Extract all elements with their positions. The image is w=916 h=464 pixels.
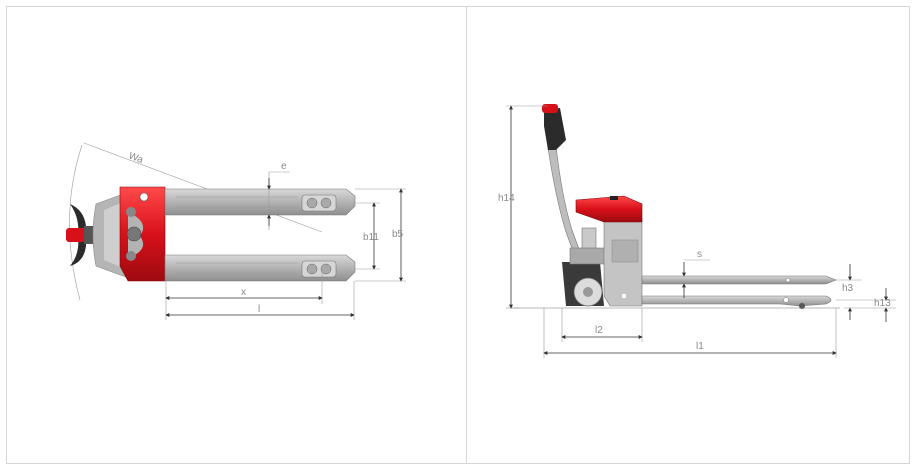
label-l1: l1: [696, 341, 704, 352]
label-h3: h3: [842, 283, 854, 294]
label-b5: b5: [392, 229, 404, 240]
tiller-head: [544, 108, 566, 150]
side-view: h14 s h3 h13 l2 l1: [498, 104, 896, 358]
label-e: e: [281, 161, 287, 172]
tiller-arm: [547, 145, 581, 255]
fork-side-upper: [641, 275, 837, 285]
label-x: x: [241, 287, 246, 298]
top-view: Wa e: [66, 142, 406, 320]
label-h14: h14: [498, 193, 515, 204]
turning-radius-arc: [69, 144, 83, 301]
label-h13: h13: [874, 298, 891, 309]
turning-radius-line: [83, 142, 323, 233]
label-l2: l2: [595, 325, 603, 336]
label-wa: Wa: [127, 151, 145, 167]
tiller-handle: [66, 204, 100, 266]
label-s: s: [697, 249, 702, 260]
steer-wheel-top: [126, 226, 142, 242]
label-b11: b11: [363, 232, 379, 243]
body-red-cover: [575, 195, 643, 223]
label-l: l: [258, 304, 260, 315]
